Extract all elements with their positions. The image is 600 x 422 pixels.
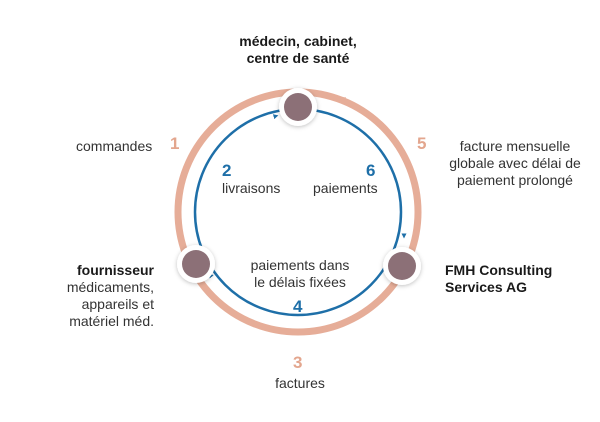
node-fournisseur-line1: médicaments,	[66, 279, 154, 295]
step-2-label: livraisons	[222, 180, 281, 196]
step-6-label: paiements	[313, 180, 378, 196]
outer-ring	[174, 88, 422, 336]
step-5-number: 5	[417, 134, 427, 153]
step-6-number: 6	[366, 161, 376, 180]
node-fournisseur-line3: matériel méd.	[69, 313, 154, 329]
step-4-label-line1: paiements dans	[250, 257, 350, 273]
node-fournisseur-line2: appareils et	[81, 296, 154, 312]
node-fmh-line2: Services AG	[445, 279, 527, 295]
node-fournisseur-label: fournisseur médicaments, appareils et ma…	[34, 262, 154, 330]
node-medecin-label: médecin, cabinet, centre de santé	[228, 33, 368, 67]
node-medecin	[279, 88, 317, 126]
node-fournisseur-title: fournisseur	[76, 262, 154, 278]
arrow-livraisons	[272, 114, 279, 120]
step-5-label-line2: globale avec délai de	[449, 155, 581, 171]
node-fournisseur	[177, 245, 215, 283]
node-fmh-label: FMH Consulting Services AG	[445, 262, 575, 296]
step-4-number: 4	[293, 297, 303, 316]
step-5-label-line1: facture mensuelle	[459, 138, 571, 154]
step-3-label: factures	[275, 375, 325, 391]
step-4-label-line2: le délais fixées	[254, 274, 346, 290]
step-1-number: 1	[170, 134, 180, 153]
step-2-number: 2	[222, 161, 232, 180]
step-5-label-line3: paiement prolongé	[457, 172, 573, 188]
step-4-label: paiements dans le délais fixées	[238, 257, 362, 291]
step-3-number: 3	[293, 353, 303, 372]
node-medecin-line2: centre de santé	[246, 50, 350, 66]
step-5-label: facture mensuelle globale avec délai de …	[440, 138, 590, 189]
node-medecin-line1: médecin, cabinet,	[239, 33, 357, 49]
step-1-label: commandes	[76, 138, 153, 154]
node-fmh-line1: FMH Consulting	[445, 262, 553, 278]
node-fmh	[383, 247, 421, 285]
